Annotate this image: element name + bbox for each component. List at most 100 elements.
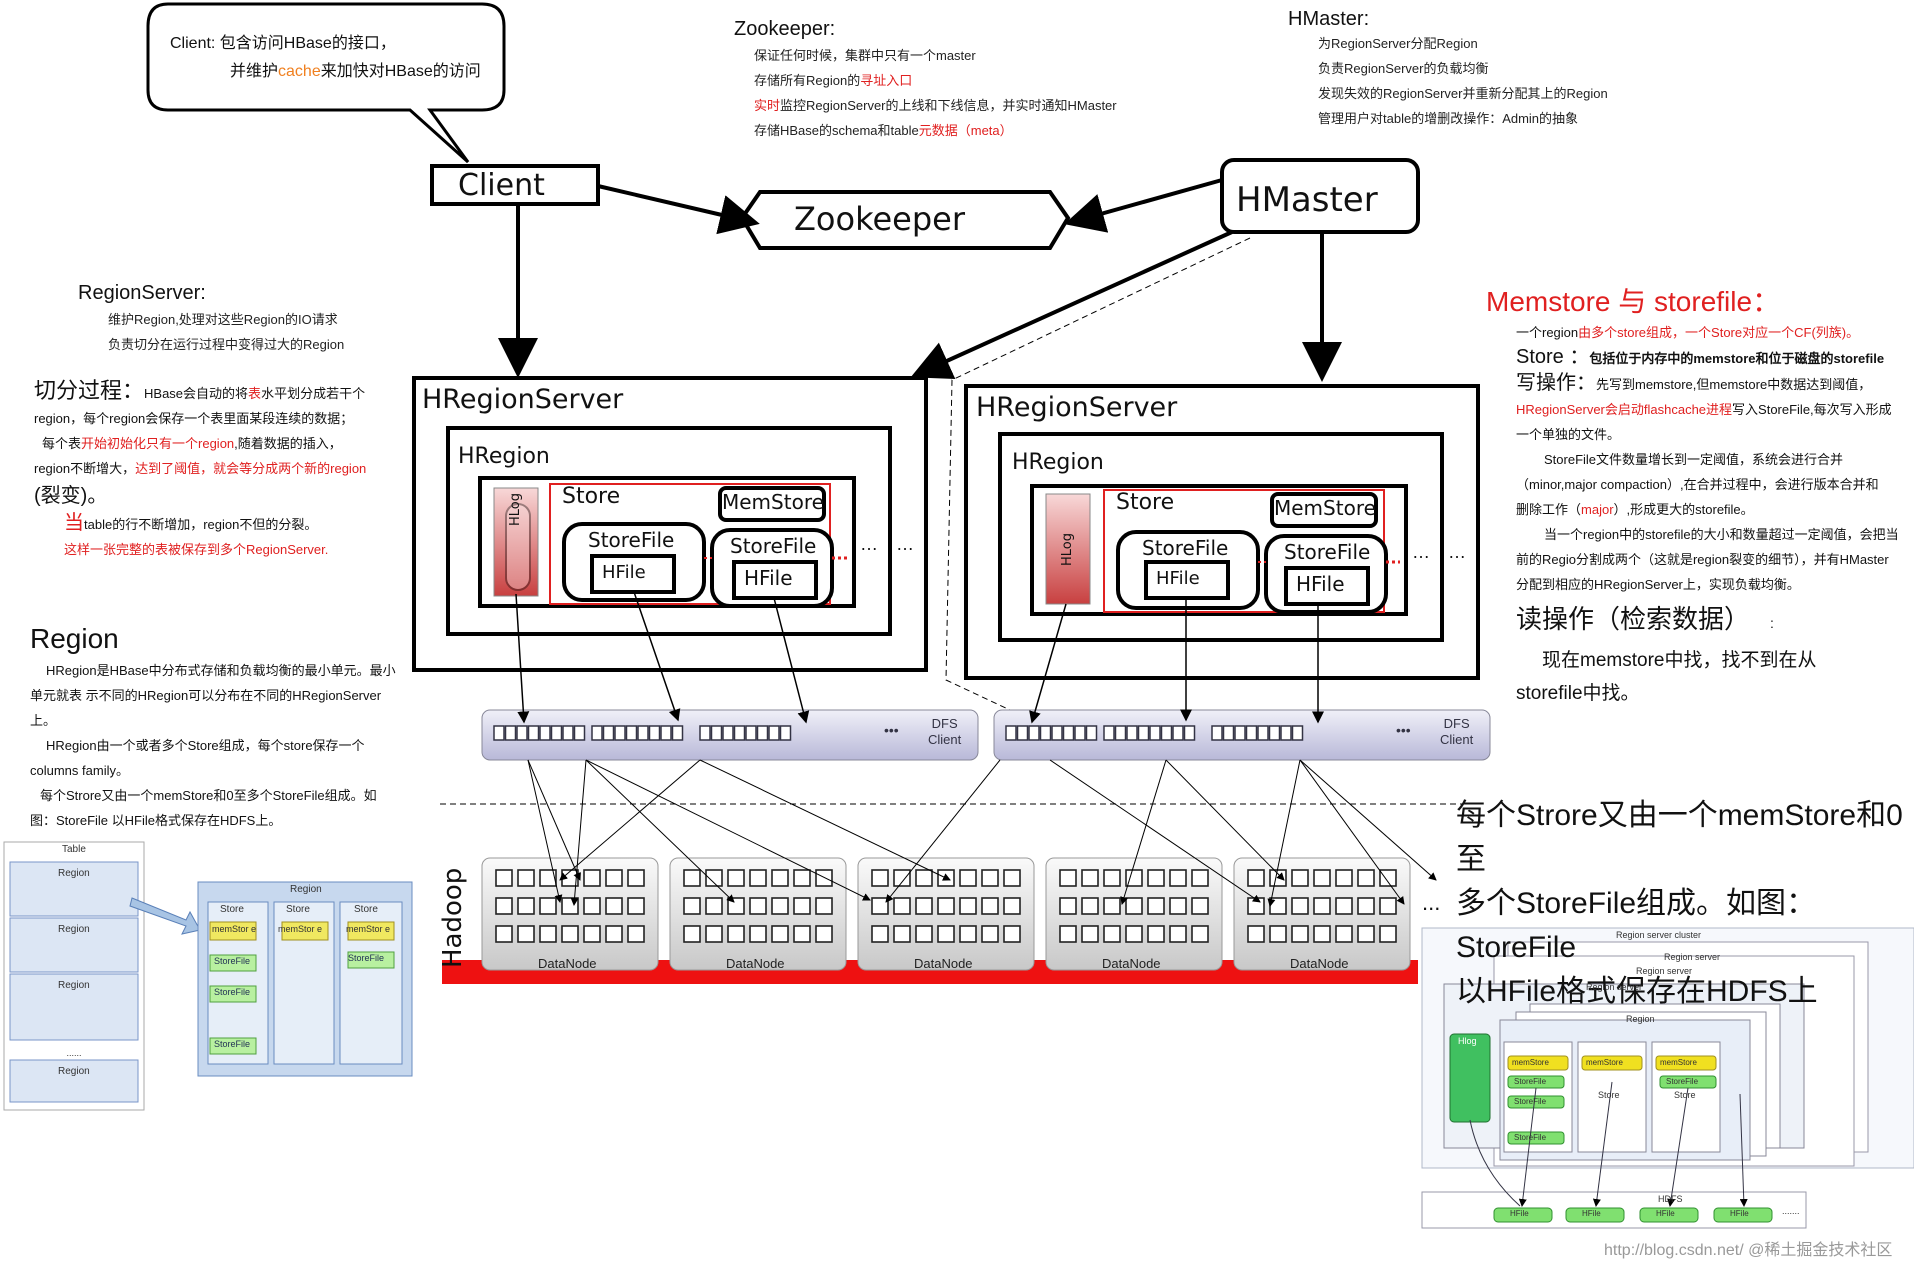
datanode-block	[1125, 925, 1143, 943]
dfs-cell	[1245, 725, 1258, 741]
split-note: 切分过程：HBase会自动的将表水平划分成若干个 region，每个region…	[34, 378, 367, 557]
datanode-block	[749, 869, 767, 887]
regionserver-note-line: 负责切分在运行过程中变得过大的Region	[108, 337, 345, 352]
datanode-block	[1147, 925, 1165, 943]
client-box	[430, 164, 600, 206]
hregion-left-label: HRegion	[458, 444, 550, 469]
dfs-cell	[1160, 725, 1173, 741]
client-bubble-line2a: 并维护	[230, 63, 279, 80]
datanode-block	[1291, 897, 1309, 915]
store-title: Store	[354, 904, 378, 915]
client-label: Client	[458, 168, 545, 203]
hfile-right-2-label: HFile	[1296, 572, 1345, 596]
datanode-block	[1103, 869, 1121, 887]
store-left-label: Store	[562, 484, 621, 509]
datanode-block	[815, 869, 833, 887]
datanode-block	[1147, 897, 1165, 915]
dots-left-2: …	[896, 534, 914, 554]
datanode-block	[981, 925, 999, 943]
datanode-block	[815, 897, 833, 915]
memstore-right	[1270, 492, 1378, 528]
dfs-cell	[562, 725, 574, 741]
dfs-cell	[756, 725, 769, 741]
dfs-cell	[1211, 725, 1223, 741]
datanode-block	[683, 925, 701, 943]
hfile-left-2-label: HFile	[744, 566, 793, 590]
datanode-block	[871, 897, 889, 915]
datanode-block	[1269, 925, 1287, 943]
dfs-cell	[1062, 725, 1075, 741]
zookeeper-note-line: 存储HBase的schema和table元数据（meta）	[754, 123, 1013, 138]
datanode-block	[605, 869, 623, 887]
store-memstore: memStor e	[346, 924, 391, 934]
datanode-block	[771, 925, 789, 943]
datanode-block	[893, 925, 911, 943]
datanode-block	[1059, 869, 1077, 887]
datanode-block	[1313, 869, 1331, 887]
cluster-hfile-2: HFile	[1582, 1209, 1601, 1218]
dfs-cell	[1005, 725, 1017, 741]
hmaster-note-title: HMaster:	[1288, 8, 1370, 30]
datanode-block	[1103, 925, 1121, 943]
datanode-block	[727, 869, 745, 887]
dfs-cell	[1016, 725, 1029, 741]
datanode-block	[915, 897, 933, 915]
hmaster-note: HMaster: 为RegionServer分配Region 负责RegionS…	[1288, 8, 1608, 131]
dfs-cell	[1137, 725, 1150, 741]
datanode-block	[815, 925, 833, 943]
region-box-title: Region	[290, 884, 322, 895]
dfs-dots-left: •••	[884, 722, 899, 738]
hmaster-note-line: 负责RegionServer的负载均衡	[1318, 61, 1489, 76]
datanode-block	[771, 897, 789, 915]
cluster-sf-1: StoreFile	[1514, 1077, 1547, 1086]
store-memstore: memStor e	[212, 924, 257, 934]
datanode-block	[1191, 925, 1209, 943]
datanode-block	[749, 897, 767, 915]
memstore-left-label: MemStore	[722, 490, 824, 514]
datanode-block	[1125, 897, 1143, 915]
datanode-block	[1191, 897, 1209, 915]
cluster-mem-3: memStore	[1660, 1058, 1697, 1067]
dfs-cell	[625, 725, 638, 741]
storefile-left-1-label: StoreFile	[588, 528, 675, 552]
region-note-title: Region	[30, 623, 119, 654]
datanode-block	[1357, 897, 1375, 915]
dfs-cell	[1085, 725, 1098, 741]
store-title: Store	[286, 904, 310, 915]
dfs-cell	[1039, 725, 1052, 741]
datanode-block	[1059, 897, 1077, 915]
datanode-block	[495, 869, 513, 887]
dfs-cell	[1051, 725, 1063, 741]
datanode-block	[959, 925, 977, 943]
hfile-left-1-label: HFile	[602, 562, 646, 583]
datanode-block	[1247, 897, 1265, 915]
zookeeper-label: Zookeeper	[794, 200, 965, 238]
datanode-block	[793, 897, 811, 915]
hregion-right-label: HRegion	[1012, 450, 1104, 475]
datanode-block	[915, 869, 933, 887]
datanode-block	[705, 925, 723, 943]
client-bubble-text: Client: 包含访问HBase的接口， 并维护cache来加快对HBase的…	[170, 30, 481, 86]
table-region-2: Region	[58, 924, 90, 935]
hregionserver-right-label: HRegionServer	[976, 392, 1178, 423]
dfs-cell	[614, 725, 626, 741]
datanode-block	[749, 925, 767, 943]
cluster-hfile-3: HFile	[1656, 1209, 1675, 1218]
cluster-title: Region server cluster	[1616, 930, 1702, 940]
dfs-cell	[1280, 725, 1292, 741]
datanode-block	[1291, 869, 1309, 887]
hfile-right-1-label: HFile	[1156, 568, 1200, 589]
datanode-block	[1147, 869, 1165, 887]
store-right-label: Store	[1116, 490, 1175, 515]
zookeeper-note-line: 保证任何时候，集群中只有一个master	[754, 48, 976, 63]
cluster-store-3: Store	[1674, 1090, 1696, 1100]
dfs-cell	[745, 725, 757, 741]
datanode-block	[1191, 869, 1209, 887]
datanode-block	[1291, 925, 1309, 943]
dfs-cell	[550, 725, 563, 741]
dfs-cell	[504, 725, 517, 741]
datanode-block	[1169, 869, 1187, 887]
dfs-cell	[539, 725, 551, 741]
datanode-block	[1125, 869, 1143, 887]
dots-right-1: …	[1412, 542, 1430, 562]
